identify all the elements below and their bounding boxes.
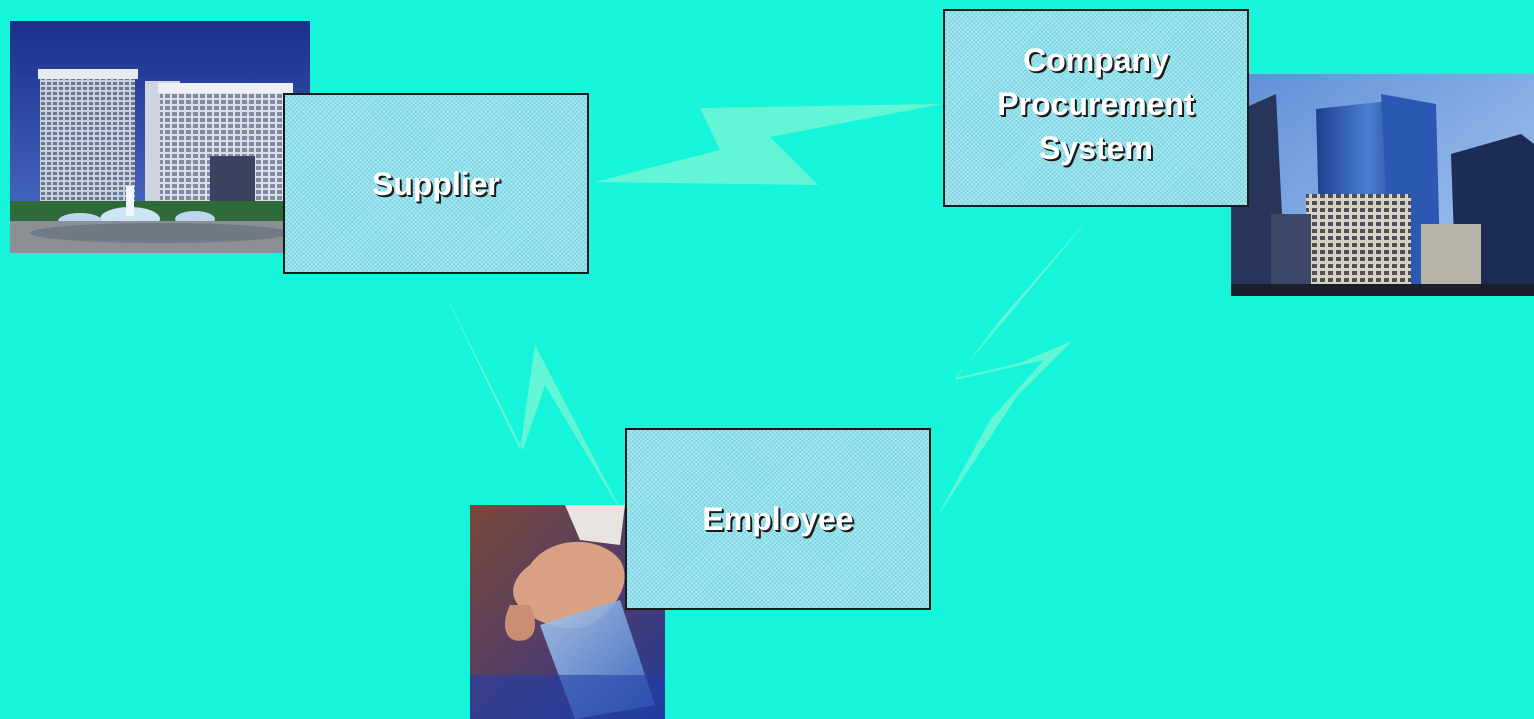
company-procurement-system-label: Company Procurement System bbox=[997, 42, 1195, 166]
employee-label: Employee bbox=[702, 501, 854, 537]
lightning-connector-company-employee bbox=[937, 210, 1096, 517]
office-building-photo bbox=[10, 21, 310, 253]
employee-node: Employee bbox=[625, 428, 931, 610]
supplier-node: Supplier bbox=[283, 93, 589, 274]
lightning-connector-supplier-company bbox=[595, 104, 942, 185]
lightning-connector-supplier-employee bbox=[437, 278, 625, 518]
supplier-label: Supplier bbox=[371, 165, 500, 202]
hand-with-card-photo bbox=[470, 505, 665, 719]
company-procurement-system-node: Company Procurement System bbox=[943, 9, 1249, 207]
skyscraper-photo bbox=[1231, 74, 1534, 296]
